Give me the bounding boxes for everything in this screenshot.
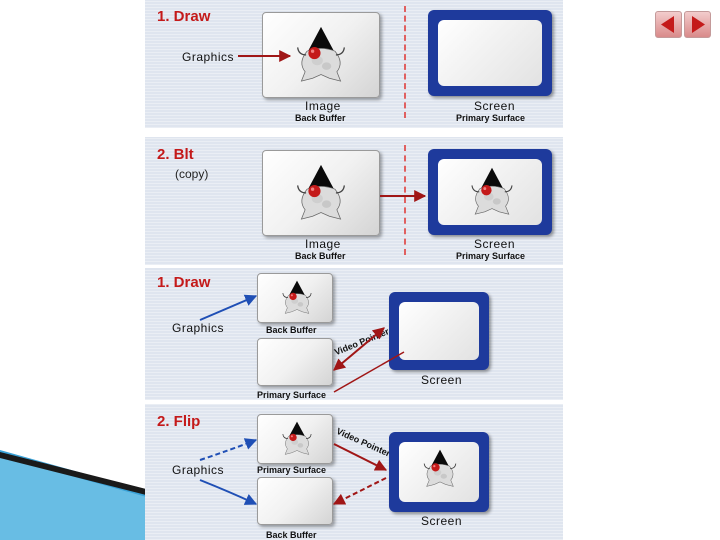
image-back-buffer	[262, 12, 380, 98]
back-buffer-label: Back Buffer	[295, 113, 346, 123]
copy-label: (copy)	[175, 167, 209, 181]
video-pointer-label: Video Pointer	[333, 326, 391, 358]
screen-label: Screen	[421, 373, 463, 387]
screen-label: Screen	[421, 514, 463, 528]
duke-icon	[421, 446, 459, 490]
primary-surface-box	[257, 338, 333, 386]
panel-title: 1. Draw	[157, 274, 211, 291]
panel-title: 2. Blt	[157, 146, 194, 163]
graphics-label: Graphics	[182, 50, 235, 64]
panel-title: 2. Flip	[157, 413, 201, 430]
panel-title: 1. Draw	[157, 8, 211, 25]
panel-blt-copy: 2. Blt (copy) Image Back Buffer Screen P…	[145, 137, 563, 265]
back-buffer-label: Back Buffer	[295, 251, 346, 261]
decorative-swoosh	[0, 450, 150, 540]
back-buffer-box	[257, 273, 333, 323]
panel-draw-blt: 1. Draw Graphics Image Back Buffer Scree…	[145, 0, 563, 128]
panel-flip: 2. Flip Graphics Primary Surface Back Bu…	[145, 404, 563, 540]
image-label: Image	[305, 99, 341, 113]
duke-icon	[293, 25, 349, 83]
screen-label: Screen	[474, 99, 516, 113]
screen-label: Screen	[474, 237, 516, 251]
primary-surface-label: Primary Surface	[456, 113, 526, 123]
next-slide-button[interactable]	[684, 11, 711, 38]
triangle-left-icon	[661, 16, 674, 33]
duke-icon	[293, 163, 349, 221]
triangle-right-icon	[692, 16, 705, 33]
screen-monitor	[389, 292, 489, 370]
graphics-label: Graphics	[172, 463, 225, 477]
prev-slide-button[interactable]	[655, 11, 682, 38]
back-buffer-label: Back Buffer	[266, 530, 317, 540]
back-buffer-box	[257, 477, 333, 525]
divider-line	[404, 6, 406, 118]
back-buffer-label: Back Buffer	[266, 325, 317, 335]
duke-icon	[468, 165, 516, 217]
divider-line	[404, 145, 406, 255]
image-back-buffer	[262, 150, 380, 236]
graphics-label: Graphics	[172, 321, 225, 335]
primary-surface-box	[257, 414, 333, 464]
duke-icon	[280, 419, 314, 457]
primary-surface-label: Primary Surface	[456, 251, 526, 261]
primary-surface-label: Primary Surface	[257, 465, 327, 475]
panel-draw-flip: 1. Draw Graphics Back Buffer Primary Sur…	[145, 268, 563, 400]
duke-icon	[280, 278, 314, 316]
primary-surface-label: Primary Surface	[257, 390, 327, 400]
screen-monitor	[389, 432, 489, 512]
screen-monitor	[428, 10, 552, 96]
screen-monitor	[428, 149, 552, 235]
image-label: Image	[305, 237, 341, 251]
video-pointer-label: Video Pointer	[334, 426, 392, 459]
